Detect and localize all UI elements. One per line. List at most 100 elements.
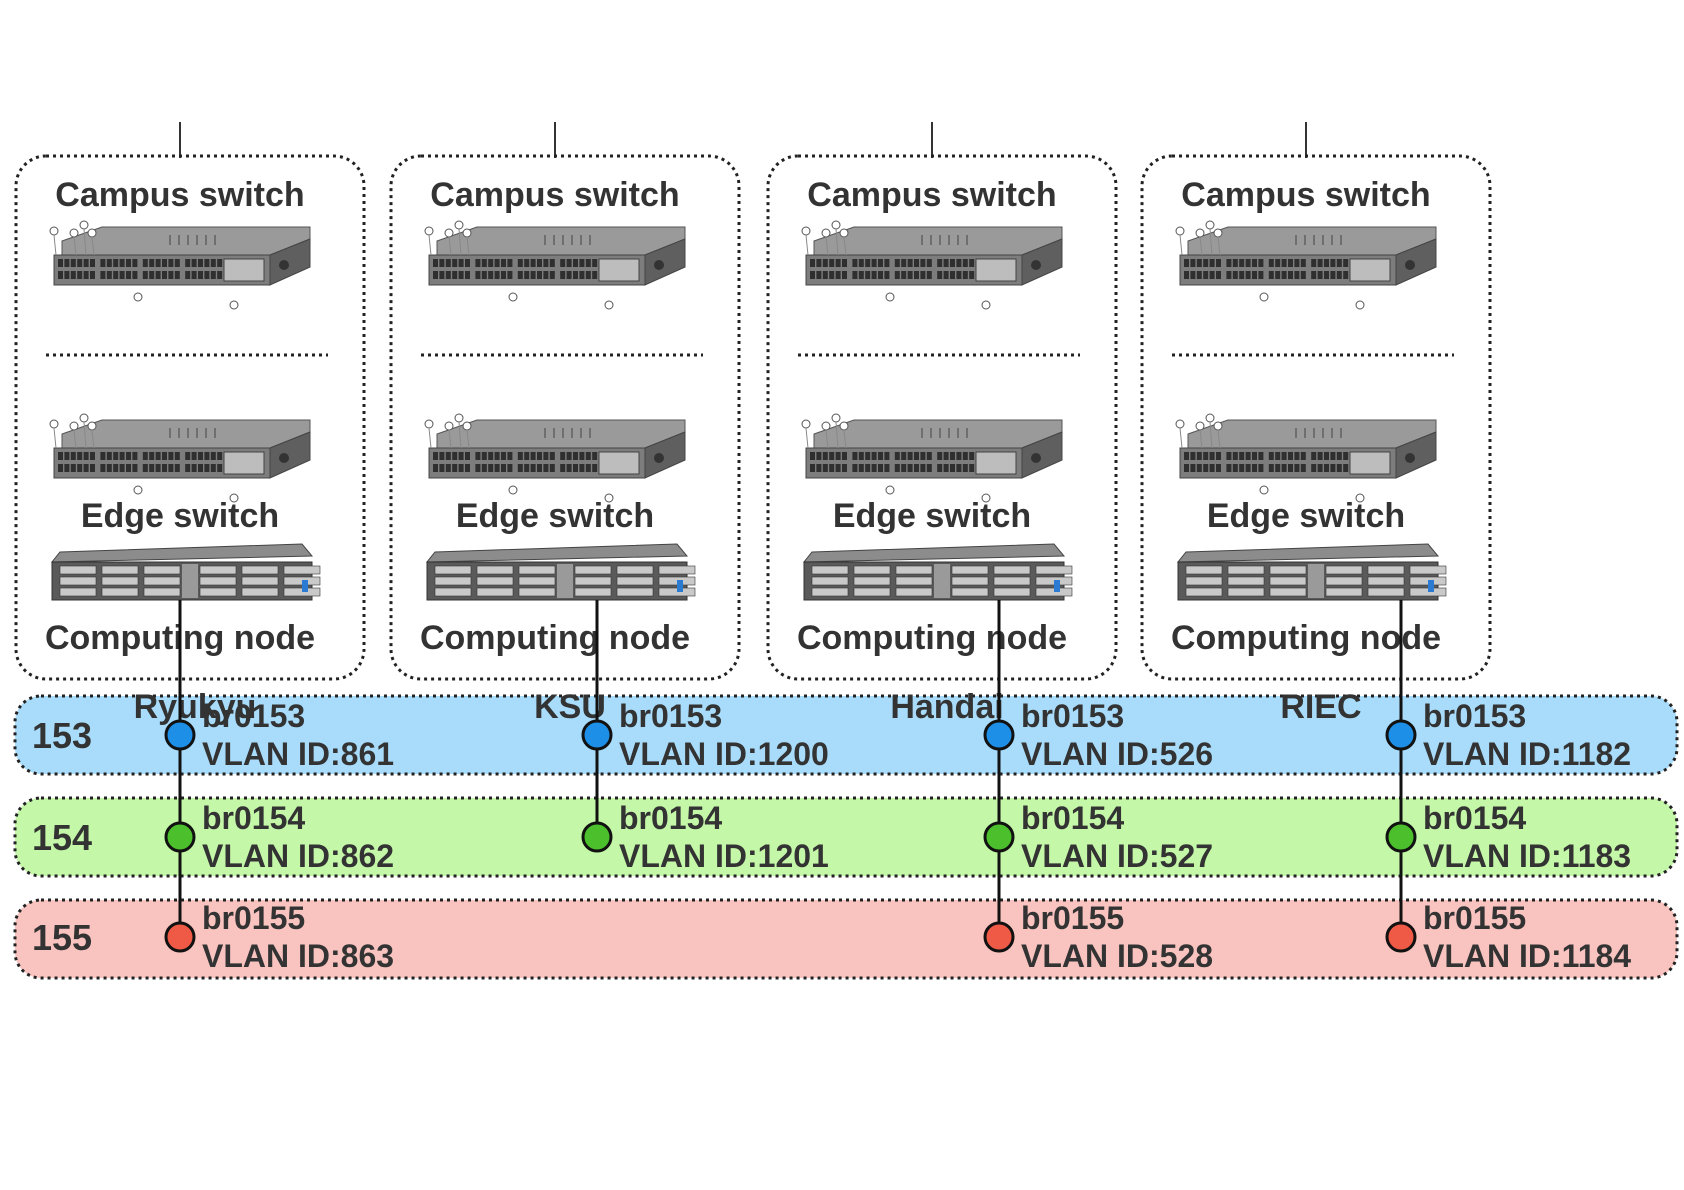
switch-port xyxy=(810,464,815,472)
server-drive-bay xyxy=(951,576,989,586)
callout-marker xyxy=(1175,226,1185,236)
switch-port xyxy=(1184,464,1189,472)
switch-port xyxy=(962,464,968,472)
switch-port xyxy=(458,259,464,267)
switch-port xyxy=(926,259,932,267)
switch-port xyxy=(142,271,148,279)
switch-port xyxy=(185,259,191,267)
switch-port xyxy=(543,259,549,267)
switch-top xyxy=(61,419,311,449)
switch-port xyxy=(433,271,438,279)
switch-port xyxy=(926,464,932,472)
switch-port xyxy=(816,452,822,460)
switch-port xyxy=(829,464,835,472)
server-drive-bay xyxy=(1325,587,1363,597)
switch-port xyxy=(1239,452,1245,460)
switch-port xyxy=(174,464,180,472)
site-name: RIEC xyxy=(1280,688,1361,726)
switch-port xyxy=(1300,259,1306,267)
switch-top xyxy=(813,226,1063,256)
switch-port xyxy=(1336,452,1342,460)
switch-port xyxy=(1324,271,1329,279)
callout-line xyxy=(805,427,809,449)
server-drive-bay xyxy=(1185,587,1223,597)
switch-port xyxy=(829,271,835,279)
server-vent xyxy=(182,564,198,598)
switch-port xyxy=(901,271,907,279)
switch-port xyxy=(937,452,943,460)
switch-port xyxy=(592,271,598,279)
computing-node-label: Computing node xyxy=(1171,619,1441,657)
switch-port xyxy=(475,259,481,267)
switch-port xyxy=(113,452,119,460)
switch-port xyxy=(1232,464,1238,472)
server-top xyxy=(50,543,314,563)
switch-port xyxy=(1288,452,1293,460)
switch-port xyxy=(119,259,125,267)
switch-port xyxy=(1311,259,1317,267)
server-drive-bay xyxy=(283,565,321,575)
switch-port xyxy=(132,271,138,279)
switch-port xyxy=(83,464,89,472)
switch-port xyxy=(142,464,148,472)
server-drive-bay xyxy=(518,587,556,597)
switch-port xyxy=(162,452,167,460)
switch-fan xyxy=(654,260,664,270)
callout-marker xyxy=(87,421,97,431)
switch-port xyxy=(452,259,458,267)
switch-port xyxy=(822,452,828,460)
switch-port xyxy=(1317,452,1323,460)
server-drive-bay xyxy=(1325,565,1363,575)
switch-port xyxy=(1281,452,1287,460)
vlan-port-dot xyxy=(581,719,613,751)
callout-marker xyxy=(1259,292,1269,302)
switch-port xyxy=(1343,271,1349,279)
server-vent xyxy=(934,564,950,598)
switch-port xyxy=(969,464,975,472)
switch-port xyxy=(858,464,864,472)
server-drive-bay xyxy=(853,565,891,575)
switch-port xyxy=(962,452,968,460)
switch-port xyxy=(494,464,500,472)
callout-line xyxy=(1217,429,1221,449)
switch-side xyxy=(644,431,686,479)
server-drive-bay xyxy=(616,565,654,575)
switch-port xyxy=(530,464,536,472)
vlan-port-dot xyxy=(1385,719,1417,751)
server-drive-bay xyxy=(1227,576,1265,586)
callout-marker xyxy=(454,220,464,230)
switch-port xyxy=(956,452,962,460)
switch-port xyxy=(149,464,155,472)
switch-port xyxy=(113,464,119,472)
switch-port xyxy=(149,452,155,460)
vlan-row-id: 155 xyxy=(32,917,92,958)
switch-port xyxy=(77,259,83,267)
switch-port xyxy=(1288,464,1293,472)
site-box xyxy=(766,154,1118,681)
switch-port xyxy=(920,452,926,460)
switch-port xyxy=(1294,464,1300,472)
server-drive-bay xyxy=(59,576,97,586)
server-drive-bay xyxy=(951,565,989,575)
server-drive-bay xyxy=(811,565,849,575)
switch-port xyxy=(501,464,506,472)
switch-port xyxy=(1190,259,1196,267)
switch-port xyxy=(1343,464,1349,472)
switch-uplink-module xyxy=(1349,258,1391,282)
switch-top xyxy=(813,419,1063,449)
switch-port xyxy=(1196,259,1202,267)
callout-line xyxy=(91,429,95,449)
callout-marker xyxy=(981,300,991,310)
switch-port xyxy=(174,271,180,279)
switch-port xyxy=(465,452,470,460)
vlan-id-label: VLAN ID:1183 xyxy=(1423,838,1631,874)
switch-port xyxy=(119,464,125,472)
switch-port xyxy=(566,271,572,279)
computing-node-image xyxy=(802,543,1073,601)
switch-port xyxy=(878,452,883,460)
switch-port xyxy=(458,452,464,460)
switch-port xyxy=(142,452,148,460)
switch-port xyxy=(1258,259,1264,267)
callout-line xyxy=(83,421,87,449)
